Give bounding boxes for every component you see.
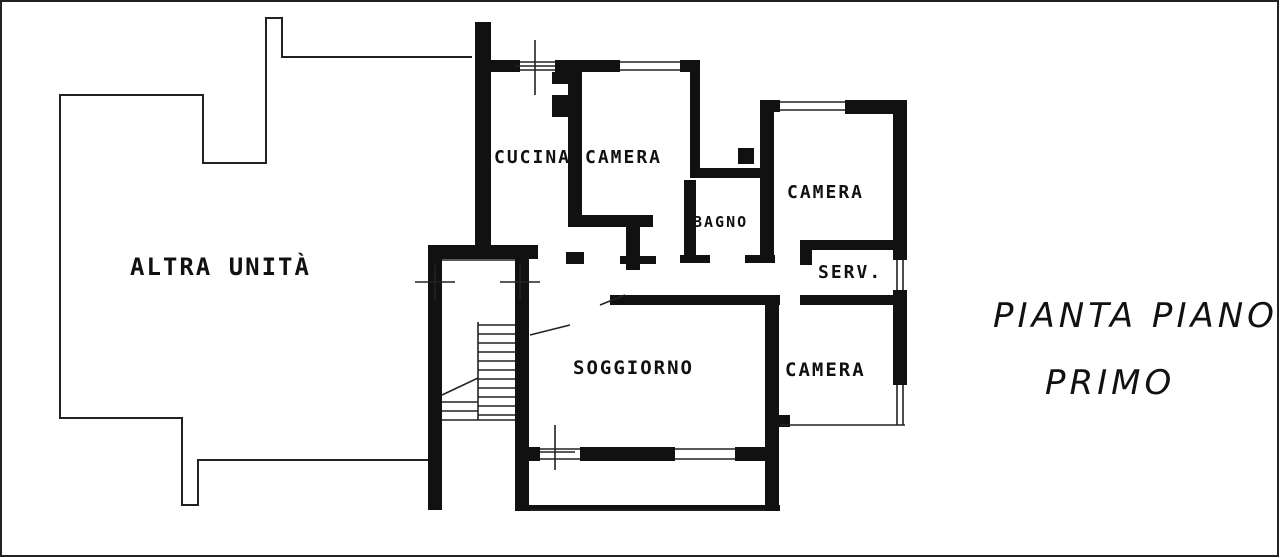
stair-treads — [442, 324, 515, 416]
thin-lines — [415, 40, 905, 511]
room-label-bagno: BAGNO — [693, 213, 748, 231]
room-label-camera-2: CAMERA — [787, 182, 864, 203]
room-label-soggiorno: SOGGIORNO — [573, 357, 694, 379]
plan-title-line-1: PIANTA PIANO — [993, 296, 1278, 336]
other-unit-outline — [59, 17, 472, 506]
room-label-camera-1: CAMERA — [585, 147, 662, 168]
room-label-servizio: SERV. — [818, 262, 882, 283]
plan-title-line-2: PRIMO — [1045, 363, 1175, 403]
room-label-camera-3: CAMERA — [785, 359, 866, 381]
other-unit-label: ALTRA UNITÀ — [130, 252, 311, 281]
walls — [428, 22, 907, 511]
room-label-cucina: CUCINA — [494, 147, 571, 168]
